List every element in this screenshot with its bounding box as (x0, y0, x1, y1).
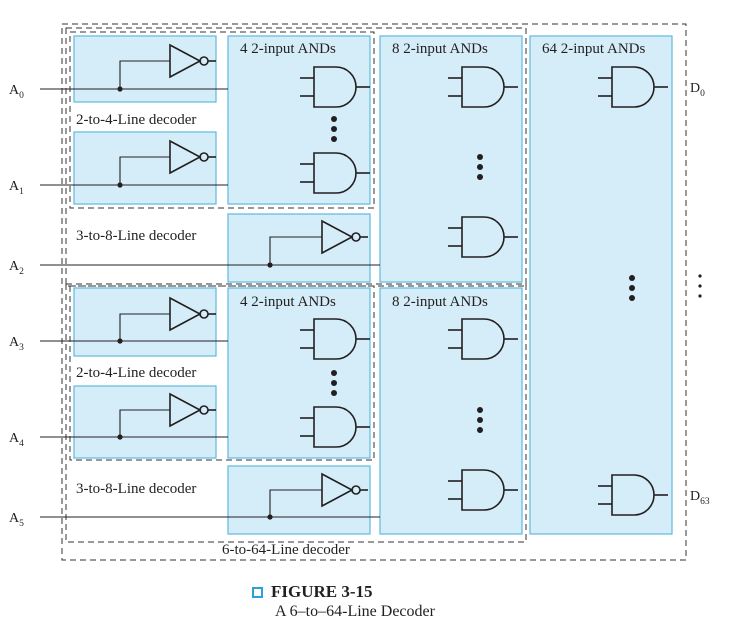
input-label-a0: A0 (9, 83, 24, 101)
output-labels: D0 D63 (690, 81, 710, 507)
label-and4-top: 4 2-input ANDs (240, 41, 336, 57)
inverter-block-a4 (73, 385, 217, 459)
and4-block-top (227, 35, 371, 205)
inverter-block-a0 (73, 35, 217, 103)
inverter-block-a3 (73, 287, 217, 357)
figure-caption: FIGURE 3-15 A 6–to–64-Line Decoder (252, 582, 435, 621)
block-labels: 4 2-input ANDs 8 2-input ANDs 64 2-input… (76, 41, 646, 558)
and8-block-top (379, 35, 523, 283)
ellipsis-dots (331, 116, 702, 433)
caption-square-icon (252, 586, 263, 598)
boundary-3to8-bottom (65, 283, 527, 543)
input-label-a5: A5 (9, 511, 24, 529)
input-label-a2: A2 (9, 259, 24, 277)
input-label-a1: A1 (9, 179, 24, 197)
label-2to4-bottom: 2-to-4-Line decoder (76, 365, 196, 381)
functional-blocks (73, 35, 673, 535)
figure-number: FIGURE 3-15 (271, 582, 373, 601)
label-3to8-top: 3-to-8-Line decoder (76, 228, 196, 244)
label-and8-bottom: 8 2-input ANDs (392, 294, 488, 310)
boundary-2to4-top (69, 31, 375, 209)
boundary-6to64 (61, 23, 687, 561)
label-and8-top: 8 2-input ANDs (392, 41, 488, 57)
label-6to64: 6-to-64-Line decoder (222, 542, 350, 558)
input-label-a4: A4 (9, 431, 24, 449)
input-labels: A0 A1 A2 A3 A4 A5 (9, 83, 24, 529)
inverter-block-a1 (73, 131, 217, 205)
output-label-d0: D0 (690, 81, 705, 99)
and4-block-bottom (227, 287, 371, 459)
boundary-2to4-bottom (69, 285, 375, 461)
output-label-d63: D63 (690, 489, 710, 507)
label-and64: 64 2-input ANDs (542, 41, 646, 57)
label-and4-bottom: 4 2-input ANDs (240, 294, 336, 310)
inverter-block-a5 (227, 465, 371, 535)
input-wires (40, 60, 380, 520)
and8-block-bottom (379, 287, 523, 535)
input-label-a3: A3 (9, 335, 24, 353)
figure-title: A 6–to–64-Line Decoder (275, 603, 435, 620)
boundary-3to8-top (65, 27, 527, 287)
label-3to8-bottom: 3-to-8-Line decoder (76, 481, 196, 497)
label-2to4-top: 2-to-4-Line decoder (76, 112, 196, 128)
and64-block (529, 35, 673, 535)
decoder-boundaries (61, 23, 687, 561)
inverter-block-a2 (227, 213, 371, 283)
